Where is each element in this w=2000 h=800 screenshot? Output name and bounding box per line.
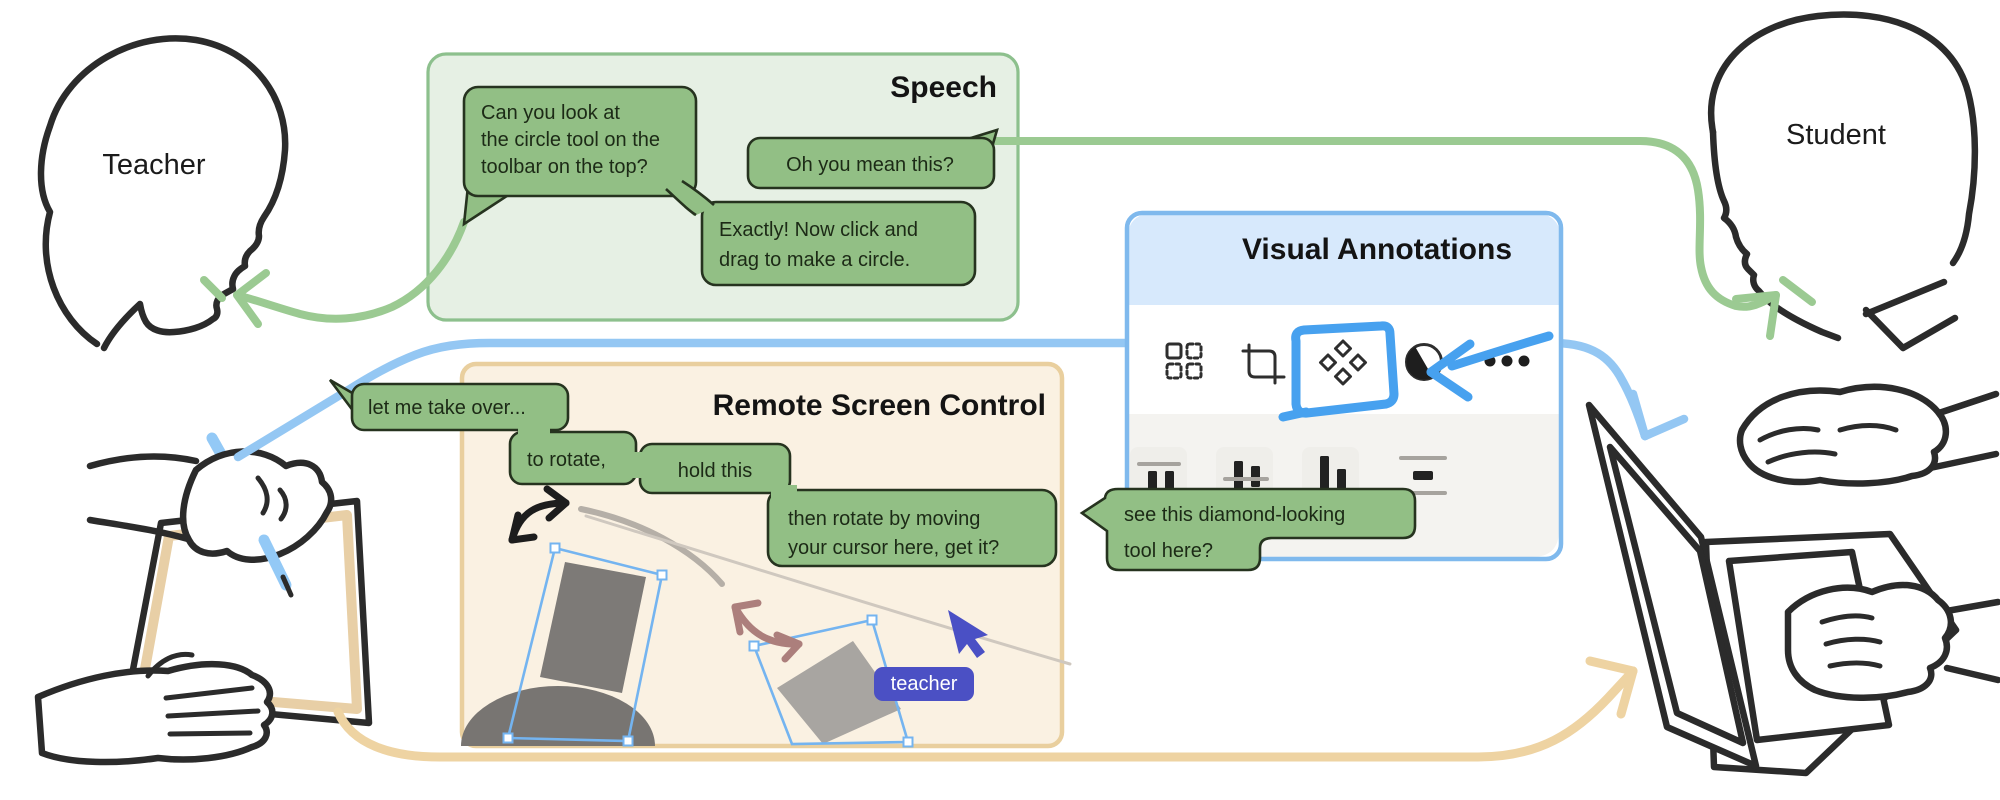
bubble-take-over xyxy=(350,382,570,432)
bubble-line: drag to make a circle. xyxy=(719,249,910,271)
student-mouth-mark xyxy=(1779,276,1816,306)
laptop-lid xyxy=(1585,401,1760,770)
teacher-hand-resting xyxy=(34,660,276,766)
speech-bubble-teacher-1 xyxy=(462,85,698,198)
selected-rectangle-2 xyxy=(777,641,901,744)
bubble-line: Oh you mean this? xyxy=(786,154,954,176)
bubble-line: let me take over... xyxy=(368,397,526,419)
visual-annotations-border xyxy=(1124,210,1564,562)
selection-handle[interactable] xyxy=(549,542,561,554)
teacher-head-outline xyxy=(37,35,289,352)
stylus-nib xyxy=(280,574,294,598)
rotate-arrow-mauve-icon xyxy=(731,599,803,663)
rotate-arrow-icon xyxy=(508,485,570,544)
selection-handle[interactable] xyxy=(748,640,760,652)
rotation-guide-line xyxy=(584,514,1072,666)
remote-screen-panel: Remote Screen Control xyxy=(328,361,1072,749)
bubble-line: to rotate, xyxy=(527,449,606,471)
screen-share-connector xyxy=(333,666,1638,762)
student-voice-connector xyxy=(991,137,1776,311)
bubble-line: Exactly! Now click and xyxy=(719,219,918,241)
laptop-sketch xyxy=(1585,383,2000,777)
teacher-arm xyxy=(86,453,200,470)
student-figure: Student xyxy=(1708,11,1979,352)
bubble-line: see this diamond-looking xyxy=(1124,504,1345,526)
speech-panel: Speech Can you look at the circle tool o… xyxy=(200,52,1816,340)
rotation-arc xyxy=(578,506,725,587)
student-head-outline xyxy=(1708,11,1979,267)
teacher-cursor-label: teacher xyxy=(891,673,958,695)
see-this-callout: see this diamond-looking tool here? xyxy=(1079,487,1417,572)
pointer-arrow-annotation xyxy=(1426,331,1554,402)
bubble-line: hold this xyxy=(678,460,753,482)
selection-handle[interactable] xyxy=(502,732,514,744)
bubble-line: your cursor here, get it? xyxy=(788,537,999,559)
student-hand-mouse xyxy=(1736,383,1949,487)
more-ellipsis-icon[interactable] xyxy=(1484,355,1530,367)
connectors xyxy=(233,338,1689,762)
bubble-line: tool here? xyxy=(1124,540,1213,562)
teacher-label: Teacher xyxy=(102,149,206,181)
bubble-line: toolbar on the top? xyxy=(481,156,648,178)
selection-handle[interactable] xyxy=(866,614,878,626)
visual-annotations-title: Visual Annotations xyxy=(1242,233,1512,266)
speech-panel-title: Speech xyxy=(890,71,997,104)
teacher-mouth-mark xyxy=(200,276,226,302)
align-bottom-icon[interactable] xyxy=(1320,456,1346,489)
tablet-sketch xyxy=(34,432,373,766)
remote-control-connector xyxy=(233,338,1650,462)
teacher-cursor-icon[interactable] xyxy=(948,610,988,658)
tablet-frame xyxy=(136,510,362,714)
selection-handle[interactable] xyxy=(622,735,634,747)
speech-bubble-student xyxy=(746,136,996,190)
teacher-hand-stylus xyxy=(179,448,335,563)
teacher-figure: Teacher xyxy=(37,35,289,352)
highlight-square-overshoot xyxy=(1278,407,1311,422)
laptop-screen-bezel xyxy=(1606,443,1747,747)
speech-bubble-teacher-2 xyxy=(700,200,977,287)
align-top-icon[interactable] xyxy=(1137,462,1181,491)
visual-annotations-header xyxy=(1127,213,1561,305)
remote-screen-title: Remote Screen Control xyxy=(713,389,1046,422)
align-center-icon[interactable] xyxy=(1223,461,1269,492)
student-label: Student xyxy=(1786,119,1886,151)
teacher-cursor-tag xyxy=(874,667,974,701)
bubble-line: Can you look at xyxy=(481,102,620,124)
selection-grid-icon[interactable] xyxy=(1165,342,1203,380)
bubble-line: then rotate by moving xyxy=(788,508,980,530)
bubble-then-rotate xyxy=(766,488,1058,568)
diamond-tool-icon[interactable] xyxy=(1319,339,1367,386)
teacher-voice-connector xyxy=(236,218,468,323)
selection-handle[interactable] xyxy=(656,569,668,581)
bubble-line: the circle tool on the xyxy=(481,129,660,151)
callout-bubble xyxy=(1079,487,1417,572)
selection-handle[interactable] xyxy=(902,736,914,748)
crop-icon[interactable] xyxy=(1241,343,1286,385)
selected-rectangle-1 xyxy=(540,562,646,693)
